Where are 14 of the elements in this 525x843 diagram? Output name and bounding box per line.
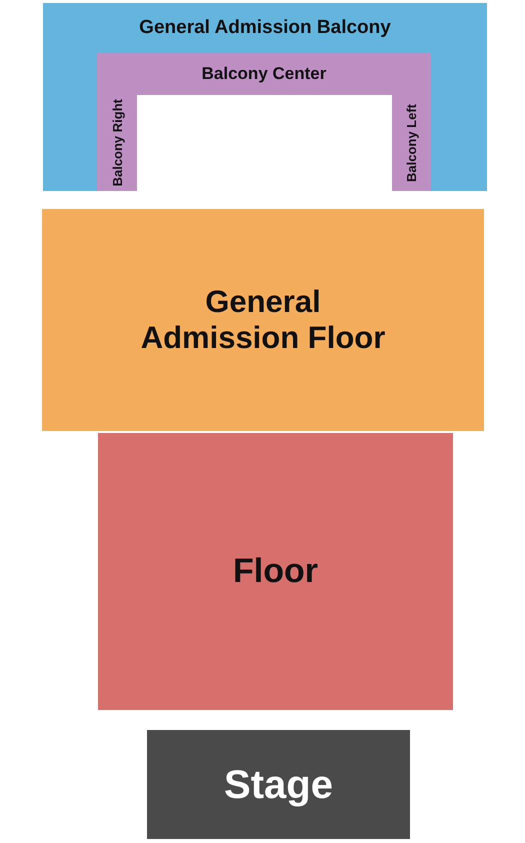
balcony-section xyxy=(97,53,431,95)
section-label: Stage xyxy=(224,762,333,808)
section-label: Floor xyxy=(233,552,318,592)
section-label: Balcony Center xyxy=(202,64,326,84)
floor-section xyxy=(42,209,484,431)
stage xyxy=(147,730,410,839)
section-label: Balcony Left xyxy=(404,104,419,182)
balcony-section xyxy=(43,3,487,191)
section-label: General Admission Floor xyxy=(140,284,386,356)
section-label: Balcony Right xyxy=(110,99,124,187)
balcony-section xyxy=(392,95,431,191)
balcony-section xyxy=(97,95,137,191)
section-label: General Admission Balcony xyxy=(139,17,391,39)
floor-section xyxy=(98,433,453,710)
